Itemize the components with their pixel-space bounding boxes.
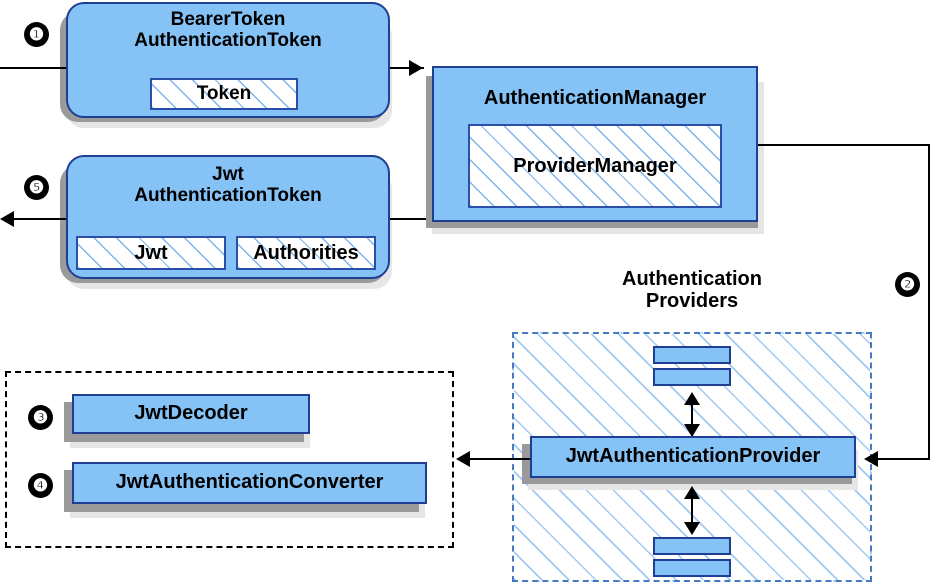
provider-placeholder-bar-top-2	[653, 368, 731, 386]
step-badge-1: ❶	[24, 22, 49, 47]
inner-box-jwt: Jwt	[76, 236, 226, 270]
step-badge-4: ❹	[28, 473, 53, 498]
inner-box-authorities: Authorities	[236, 236, 376, 270]
connector-response-out	[8, 218, 66, 220]
provider-placeholder-bar-bottom-1	[653, 537, 731, 555]
provider-placeholder-bar-bottom-2	[653, 559, 731, 577]
arrowhead-into-provider	[864, 451, 878, 467]
providers-label-line1: Authentication	[622, 268, 762, 290]
connector-request-in	[0, 67, 66, 69]
arrowhead-down-bottom	[684, 522, 700, 535]
jwt-token-title-line2: AuthenticationToken	[134, 184, 322, 206]
connector-provider-to-support	[468, 458, 530, 460]
arrowhead-to-manager	[409, 60, 423, 76]
inner-box-token: Token	[150, 78, 298, 110]
step-badge-5: ❺	[24, 175, 49, 200]
auth-manager-title: AuthenticationManager	[483, 87, 707, 109]
connector-provider-up-down-top	[691, 394, 693, 434]
node-jwt-authentication-converter[interactable]: JwtAuthenticationConverter	[72, 462, 427, 504]
bearer-token-title-line2: AuthenticationToken	[134, 29, 322, 51]
connector-manager-to-jwt-token	[390, 218, 426, 220]
connector-manager-right	[758, 144, 930, 146]
node-jwt-decoder[interactable]: JwtDecoder	[72, 394, 310, 434]
arrowhead-up-bottom	[684, 486, 700, 499]
arrowhead-up-top	[684, 392, 700, 405]
connector-into-provider	[868, 458, 930, 460]
arrowhead-to-support	[456, 451, 470, 467]
authentication-providers-label: Authentication Providers	[562, 268, 822, 312]
connector-provider-up-down-bottom	[691, 492, 693, 532]
arrowhead-response-out	[0, 211, 14, 227]
provider-placeholder-bar-top-1	[653, 346, 731, 364]
node-jwt-authentication-provider[interactable]: JwtAuthenticationProvider	[530, 436, 856, 478]
inner-box-provider-manager: ProviderManager	[468, 124, 722, 208]
step-badge-2: ❷	[895, 272, 920, 297]
providers-label-line2: Providers	[645, 290, 739, 312]
bearer-token-title-line1: BearerToken	[170, 9, 286, 30]
arrowhead-down-top	[684, 424, 700, 437]
jwt-token-title-line1: Jwt	[212, 164, 244, 185]
step-badge-3: ❸	[28, 405, 53, 430]
connector-manager-down	[928, 144, 930, 459]
connector-bearer-to-manager	[390, 67, 424, 69]
